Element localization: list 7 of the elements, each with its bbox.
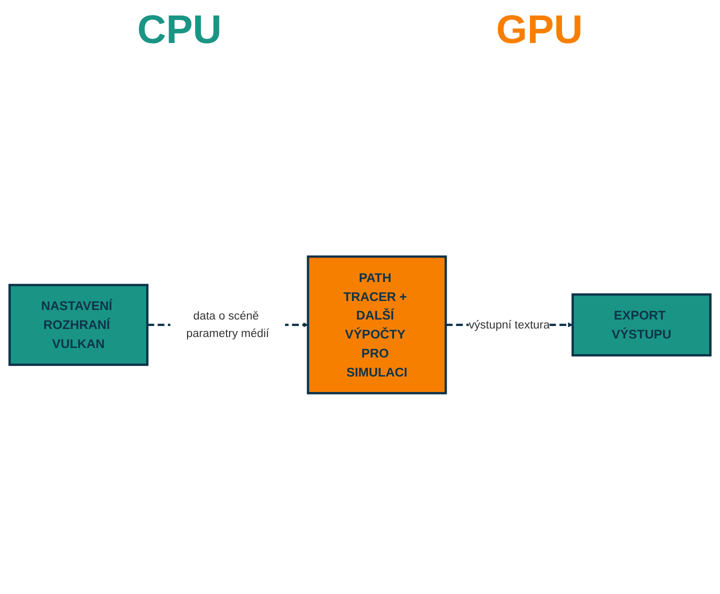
node-box: NASTAVENÍ ROZHRANÍ VULKAN: [8, 284, 148, 366]
node-box: PATH TRACER + DALŠÍ VÝPOČTY PRO SIMULACI: [306, 256, 447, 394]
node-box: EXPORT VÝSTUPU: [572, 293, 712, 357]
edge-label: výstupní textura: [468, 318, 550, 332]
column-heading: CPU: [137, 8, 222, 52]
edge-label: data o scéně parametry médií: [186, 310, 270, 340]
column-heading: GPU: [496, 8, 583, 52]
